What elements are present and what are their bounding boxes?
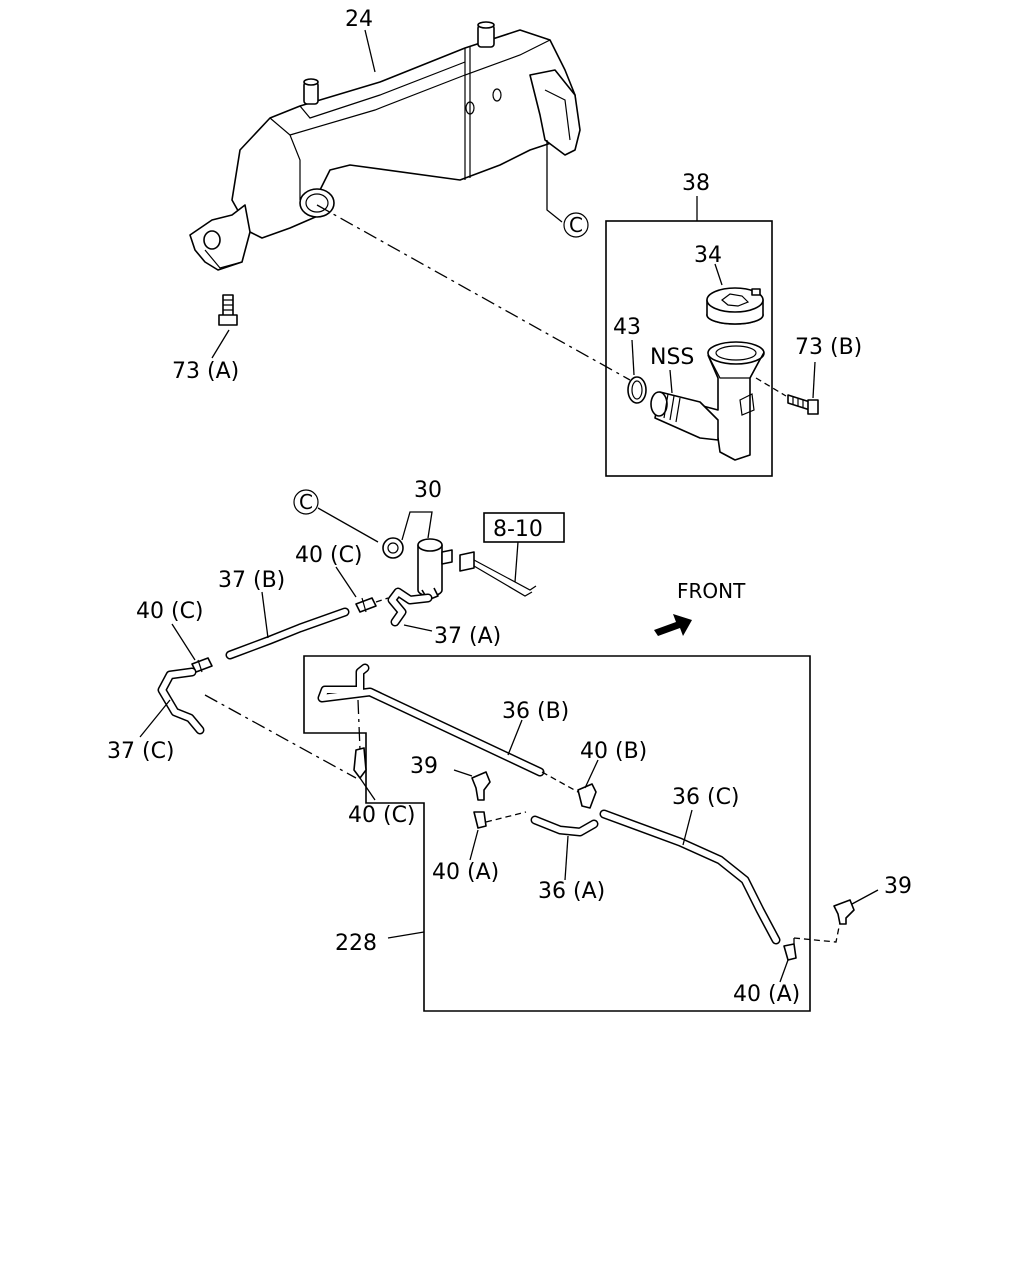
label-36b: 36 (B) (502, 699, 569, 724)
hose-36a (530, 815, 599, 837)
label-37c: 37 (C) (107, 739, 175, 764)
label-43: 43 (613, 315, 641, 340)
label-30: 30 (414, 478, 442, 503)
label-24: 24 (345, 7, 373, 32)
nozzle-39-left (471, 771, 491, 801)
label-40b: 40 (B) (580, 739, 647, 764)
label-40c-left: 40 (C) (136, 599, 204, 624)
filler-neck-pipe (650, 341, 765, 461)
label-40c-upper: 40 (C) (295, 543, 363, 568)
joint-40b (577, 783, 597, 809)
hose-37b (225, 607, 350, 660)
hose-36b (317, 663, 545, 777)
joint-40c-upper (355, 597, 377, 613)
front-arrow-icon (654, 614, 692, 636)
label-39-left: 39 (410, 754, 438, 779)
label-40c-lower: 40 (C) (348, 803, 416, 828)
label-front: FRONT (677, 579, 746, 603)
label-36a: 36 (A) (538, 879, 605, 904)
hose-37a (387, 587, 433, 627)
joint-40c-lower (353, 747, 367, 779)
label-73a: 73 (A) (172, 359, 239, 384)
hose-37c (157, 667, 205, 735)
label-39-right: 39 (884, 874, 912, 899)
label-8-10: 8-10 (493, 517, 543, 542)
circled-c-icon (563, 212, 589, 238)
washer-tank (189, 21, 581, 271)
nozzle-39-right (833, 899, 855, 925)
label-228: 228 (335, 931, 377, 956)
pump-connector (459, 551, 537, 597)
label-38: 38 (682, 171, 710, 196)
filler-assembly-box (605, 220, 773, 477)
label-c-pump: C (299, 490, 313, 514)
label-73b: 73 (B) (795, 335, 862, 360)
joint-40a-right (783, 943, 797, 961)
filler-cap-34 (706, 287, 764, 325)
label-36c: 36 (C) (672, 785, 740, 810)
label-nss: NSS (650, 345, 694, 370)
bolt-73b (787, 394, 819, 415)
circled-c-icon (293, 489, 319, 515)
washer-pump-30 (382, 537, 453, 601)
hose-36c (599, 809, 781, 945)
label-40a-left: 40 (A) (432, 860, 499, 885)
nozzle-hose-assembly-box (303, 655, 811, 1012)
label-34: 34 (694, 243, 722, 268)
joint-40a-left (473, 811, 487, 829)
label-37a: 37 (A) (434, 624, 501, 649)
label-c-tank: C (569, 213, 583, 237)
reference-box-8-10 (483, 512, 565, 543)
bolt-73a (218, 294, 238, 326)
o-ring-43 (627, 376, 647, 404)
label-40a-right: 40 (A) (733, 982, 800, 1007)
label-37b: 37 (B) (218, 568, 285, 593)
